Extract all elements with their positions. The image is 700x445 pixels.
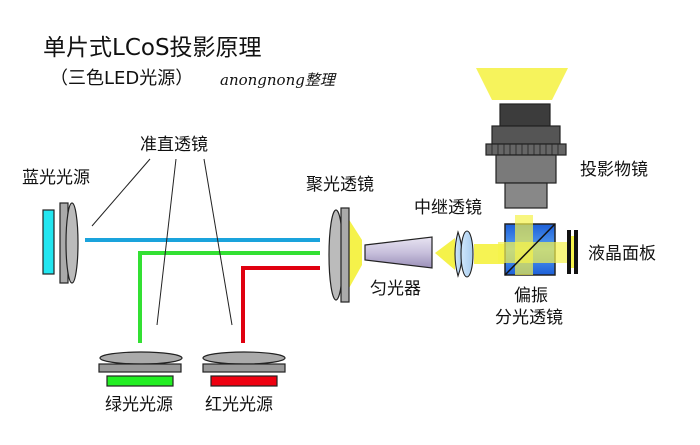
label-relay-lens: 中继透镜 [414, 198, 482, 218]
label-condenser: 聚光透镜 [306, 175, 374, 195]
subtitle: （三色LED光源） [50, 68, 194, 89]
author-signature: anongnong整理 [220, 71, 335, 89]
label-pbs-line1: 偏振 [514, 286, 548, 306]
green-beam [138, 251, 320, 343]
blue-led-source [42, 202, 79, 284]
label-lcd-panel: 液晶面板 [588, 244, 656, 264]
label-projection-lens: 投影物镜 [580, 160, 648, 180]
polarizing-beam-splitter [498, 215, 568, 276]
yellow-beam-to-pbs [474, 244, 504, 264]
lcd-panel [567, 230, 578, 274]
label-blue-source: 蓝光光源 [22, 168, 90, 188]
condenser-lens [328, 207, 362, 303]
green-led-source [98, 351, 183, 387]
label-red-source: 红光光源 [205, 395, 273, 415]
label-pbs-line2: 分光透镜 [495, 308, 563, 328]
projection-lens [485, 103, 567, 209]
projected-light-cone [476, 68, 568, 100]
relay-light-cone [435, 238, 455, 270]
collimator-leader-lines [91, 158, 233, 326]
label-homogenizer: 匀光器 [370, 279, 421, 299]
homogenizer [364, 236, 433, 269]
red-led-source [202, 351, 286, 387]
page-title: 单片式LCoS投影原理 [43, 35, 262, 61]
red-beam [241, 266, 320, 343]
label-collimator: 准直透镜 [140, 135, 208, 155]
relay-lens [454, 230, 474, 278]
label-green-source: 绿光光源 [105, 395, 173, 415]
